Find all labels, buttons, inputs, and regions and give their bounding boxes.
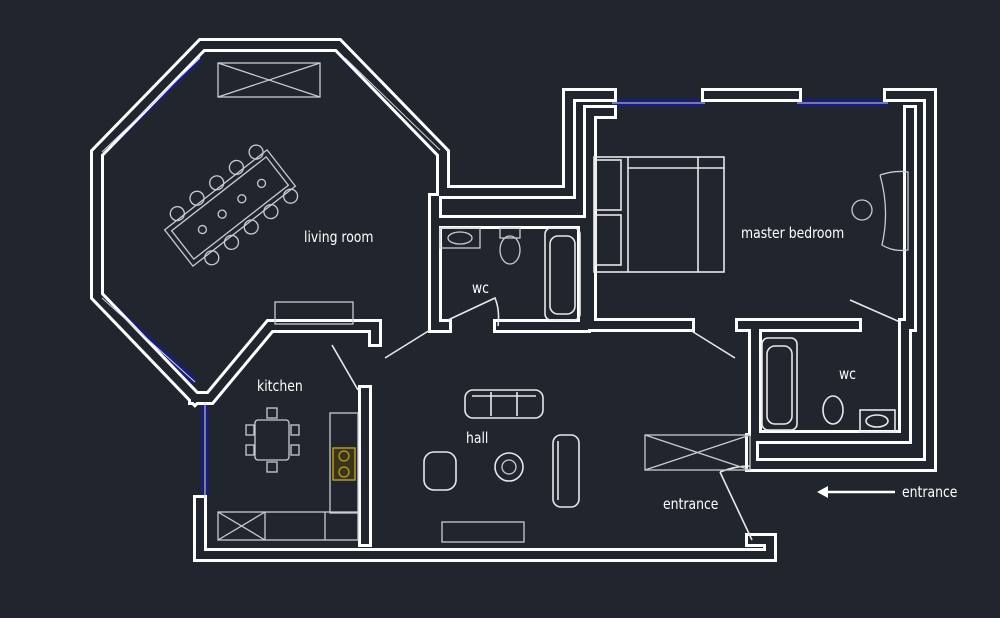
wardrobe-entrance <box>644 434 751 471</box>
walls <box>90 38 937 562</box>
bathtub-wc2 <box>761 337 798 431</box>
doors <box>331 296 901 541</box>
kitchen-counter <box>329 412 359 514</box>
label-wc-2: wc <box>839 365 856 383</box>
toilet-wc2 <box>822 395 844 425</box>
walls-inner <box>93 41 934 559</box>
wall-bedroom-right-inner <box>901 108 914 329</box>
dressing-table <box>879 170 909 252</box>
sink-wc1 <box>439 227 481 249</box>
sofa-right <box>552 434 580 508</box>
window-lines <box>101 57 888 498</box>
bathtub-wc1 <box>544 227 581 321</box>
wall-wc1-inner <box>431 218 588 330</box>
radiator-living <box>274 301 354 325</box>
coffee-table <box>494 452 524 482</box>
label-hall: hall <box>466 429 489 447</box>
label-wc-1: wc <box>472 279 489 297</box>
bed <box>593 156 725 273</box>
label-master-bedroom: master bedroom <box>741 224 845 242</box>
arrow-left-icon <box>817 486 895 498</box>
label-entrance: entrance <box>663 495 719 513</box>
wall-wc2-inner <box>751 326 909 441</box>
wardrobe-living <box>217 62 321 98</box>
label-living-room: living room <box>304 228 374 246</box>
kitchen-counter-bottom <box>217 511 359 541</box>
wall-outer-bottom-inner <box>196 498 774 559</box>
sink-wc2 <box>859 409 896 433</box>
label-kitchen: kitchen <box>257 377 303 395</box>
dining-table-living <box>163 144 299 268</box>
wall-kitchen-diag-inner <box>191 322 379 402</box>
radiator-hall <box>441 521 525 543</box>
kitchen-table <box>254 419 290 461</box>
stool <box>851 199 873 221</box>
wall-bedroom-inner <box>586 108 692 329</box>
armchair <box>423 451 457 491</box>
wall-outer-living-inner <box>93 41 614 404</box>
wall-outer-right-inner <box>748 91 934 469</box>
toilet-wc1 <box>499 235 521 265</box>
furniture <box>163 62 909 543</box>
stove <box>332 447 356 481</box>
wall-bedroom <box>583 105 695 332</box>
sofa-top <box>464 389 544 419</box>
wall-living-right-inner <box>431 196 449 330</box>
entrance-arrow-label: entrance <box>902 483 958 501</box>
